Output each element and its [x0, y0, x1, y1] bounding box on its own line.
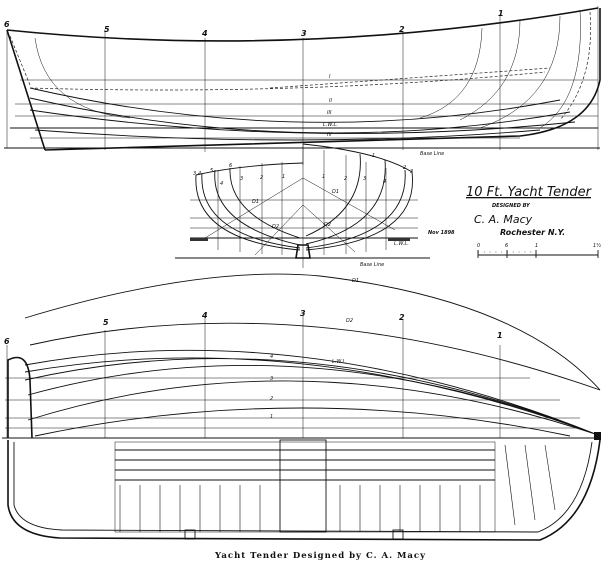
title-block: 10 Ft. Yacht Tender DESIGNED BY C. A. Ma…: [428, 185, 601, 258]
drawing-label: 2: [399, 313, 405, 322]
buttock-label: 4: [270, 354, 273, 360]
stem-marker: [594, 432, 601, 440]
diagonal-label: D2: [324, 222, 331, 228]
buttock-2: [29, 97, 571, 134]
diagonal-d2: [29, 322, 601, 391]
drawing-label: 6: [4, 337, 10, 346]
drawing-label: 3: [193, 171, 196, 177]
buttock-label: 2: [270, 396, 273, 402]
profile-view: 6 5 4 3 2 1 I II III L.W.L. IV Base Line: [4, 6, 601, 165]
waterline-label: III: [327, 110, 332, 116]
transom-plan: [7, 356, 33, 439]
drawing-label: 6: [229, 163, 232, 169]
drawing-label: 3: [301, 29, 307, 38]
frames: [119, 444, 556, 532]
designer-location: Rochester N.Y.: [500, 228, 565, 237]
diagonal-label: D1: [352, 278, 359, 284]
drawing-title: 10 Ft. Yacht Tender: [466, 185, 593, 200]
designer-name: C. A. Macy: [474, 213, 533, 226]
plan-waterlines: [24, 349, 599, 436]
lwl-label: L.W.L.: [332, 359, 347, 365]
body-plan: 3 4 5 6 4 3 2 1 1 2 3 4 1 2 3 D1 D2 D1 D…: [175, 143, 430, 268]
drawing-label: 1: [282, 174, 285, 180]
waterline-label: IV: [327, 132, 332, 138]
scale-bar: 0 6 1 1½: [477, 242, 601, 258]
waterline-label: I: [329, 74, 331, 80]
floorboards-area: [114, 441, 496, 533]
plan-buttock: [34, 407, 571, 437]
body-diagonals: [204, 177, 396, 256]
drawing-label: 3: [300, 309, 306, 318]
drawing-label: 6: [4, 20, 10, 29]
body-sheer-right: [302, 143, 413, 173]
body-left-labels: 3 4 5 6 4 3 2 1: [193, 163, 285, 187]
body-sections-left: [195, 167, 301, 251]
diagonal-label: D1: [252, 199, 259, 205]
waterline-label: II: [329, 98, 332, 104]
hidden-lines: [9, 11, 591, 121]
drawing-label: 1: [498, 9, 504, 18]
diagonal-label: D2: [272, 224, 279, 230]
oarlock-right: [392, 529, 404, 540]
keel-section: [295, 244, 311, 259]
drawing-label: 5: [103, 318, 109, 327]
drawing-label: 1: [372, 153, 375, 159]
station-lines: [6, 6, 599, 165]
drawing-label: 4: [201, 29, 208, 38]
drawing-label: 2: [260, 175, 263, 181]
buttock-4: [34, 129, 541, 141]
drawing-label: 4: [383, 179, 386, 185]
drawing-label: 0: [477, 243, 480, 249]
diagonal-d1: [24, 273, 601, 391]
drawing-label: 4: [201, 311, 208, 320]
drawing-label: 1: [322, 174, 325, 180]
buttock-1: [29, 87, 561, 123]
drawing-label: 2: [399, 25, 405, 34]
drawing-label: 3: [240, 176, 243, 182]
drawing-label: 4: [198, 171, 201, 177]
base-line-label: Base Line: [360, 262, 384, 268]
plan-view: D1 D2 L.W.L. 4 3 2 1 6 5 4 3 2 1: [2, 273, 601, 440]
drawing-label: 1: [497, 331, 503, 340]
buttock-label: 1: [270, 414, 273, 420]
buttock-3: [29, 109, 576, 134]
profile-station-labels: 6 5 4 3 2 1: [4, 9, 504, 38]
body-sections-right: [305, 153, 413, 251]
diagonal-label: D2: [346, 318, 353, 324]
plan-station-labels: 6 5 4 3 2 1: [4, 309, 503, 346]
drawing-label: 5: [210, 168, 213, 174]
oarlock-left: [184, 529, 196, 540]
diagonal-label: D1: [332, 189, 339, 195]
lwl-marker-left: [190, 238, 208, 241]
center-thwart: [279, 439, 327, 533]
base-line-label: Base Line: [420, 151, 444, 157]
plan-station-lines: [6, 315, 501, 438]
section-curves: [34, 9, 581, 129]
body-sheer-left: [195, 162, 304, 176]
drawing-label: 1½: [593, 242, 601, 249]
drawing-label: 1: [535, 243, 538, 249]
waterline-label: L.W.L.: [323, 122, 338, 128]
body-buttock-verticals: [217, 150, 387, 255]
drawing-label: 2: [403, 165, 406, 171]
drawing-date: Nov 1898: [428, 230, 455, 236]
hull-outline-plan: [7, 439, 601, 541]
drawing-label: 3: [363, 176, 366, 182]
buttock-label: 3: [270, 376, 273, 382]
drawing-label: 6: [505, 243, 508, 249]
drawing-label: 2: [344, 176, 347, 182]
drawing-caption: Yacht Tender Designed by C. A. Macy: [214, 551, 426, 561]
inner-gunwale: [13, 441, 593, 533]
drawing-label: 5: [104, 25, 110, 34]
designed-by-label: DESIGNED BY: [492, 203, 531, 209]
interior-plan: [7, 439, 601, 541]
sheer-line: [6, 7, 599, 42]
body-right-labels: 1 2 3 4 1 2 3: [322, 153, 413, 185]
lwl-label: L.W.L.: [394, 241, 409, 247]
lwl-marker-right: [388, 238, 410, 241]
drawing-label: 4: [220, 181, 223, 187]
plan-waterlines-low: [27, 364, 599, 436]
drawing-label: 3: [410, 169, 413, 175]
